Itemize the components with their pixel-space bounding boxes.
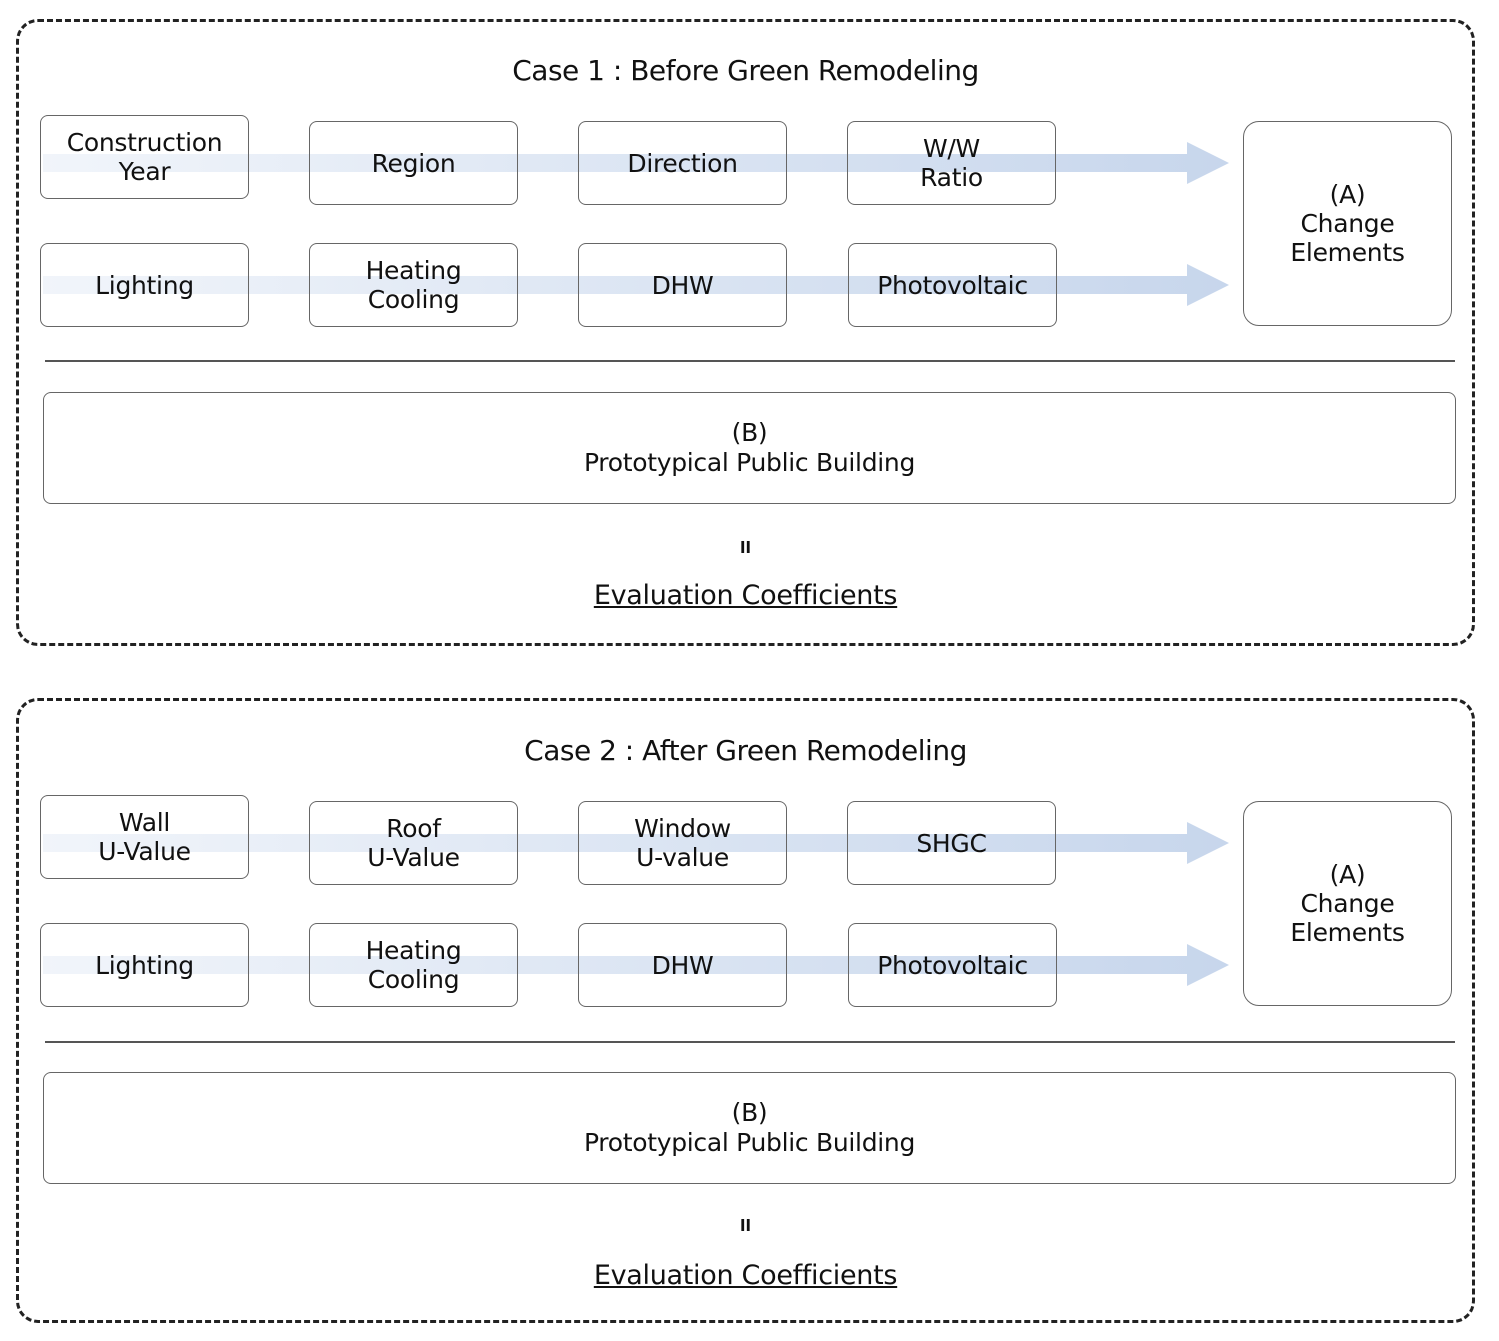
case1-element-direction: Direction <box>578 121 787 205</box>
building-tag: (B) <box>731 418 768 447</box>
element-label: W/W Ratio <box>920 134 983 192</box>
element-label: Wall U-Value <box>98 808 191 866</box>
element-label: Lighting <box>95 950 194 980</box>
case2-element-heating-cooling: Heating Cooling <box>309 923 518 1007</box>
case2-change-elements-box: (A) Change Elements <box>1243 801 1452 1006</box>
case1-prototypical-building-box: (B) Prototypical Public Building <box>43 392 1456 504</box>
case2-element-wall-u-value: Wall U-Value <box>40 795 249 879</box>
case2-element-photovoltaic: Photovoltaic <box>848 923 1057 1007</box>
element-label: DHW <box>651 270 714 300</box>
case2-equals-sign: ll <box>740 1216 751 1235</box>
element-label: Photovoltaic <box>877 270 1028 300</box>
case2-title: Case 2 : After Green Remodeling <box>524 734 967 767</box>
case1-title: Case 1 : Before Green Remodeling <box>512 54 979 87</box>
element-label: Photovoltaic <box>877 950 1028 980</box>
coefficients-label: Evaluation Coefficients <box>593 580 898 611</box>
case1-panel: Case 1 : Before Green Remodeling Constru… <box>16 19 1475 646</box>
case2-element-dhw: DHW <box>578 923 787 1007</box>
case1-element-construction-year: Construction Year <box>40 115 249 199</box>
change-elements-label: (A) Change Elements <box>1290 180 1405 267</box>
case2-element-lighting: Lighting <box>40 923 249 1007</box>
case1-element-heating-cooling: Heating Cooling <box>309 243 518 327</box>
case1-element-ww-ratio: W/W Ratio <box>847 121 1056 205</box>
case1-divider <box>45 360 1455 362</box>
case1-evaluation-coefficients: Evaluation Coefficients <box>19 580 1472 611</box>
element-label: Window U-value <box>634 814 731 872</box>
building-tag: (B) <box>731 1098 768 1127</box>
case2-row1-arrow <box>43 822 1229 864</box>
element-label: Lighting <box>95 270 194 300</box>
case2-element-window-u-value: Window U-value <box>578 801 787 885</box>
case1-element-region: Region <box>309 121 518 205</box>
case1-element-lighting: Lighting <box>40 243 249 327</box>
element-label: Heating Cooling <box>365 936 462 994</box>
case2-row2-arrow <box>43 944 1229 986</box>
element-label: Roof U-Value <box>367 814 460 872</box>
case1-row1-arrow <box>43 142 1229 184</box>
element-label: DHW <box>651 950 714 980</box>
element-label: SHGC <box>916 828 987 858</box>
case2-panel: Case 2 : After Green Remodeling Wall U-V… <box>16 698 1475 1323</box>
change-elements-label: (A) Change Elements <box>1290 860 1405 947</box>
case1-element-photovoltaic: Photovoltaic <box>848 243 1057 327</box>
case2-prototypical-building-box: (B) Prototypical Public Building <box>43 1072 1456 1184</box>
case2-divider <box>45 1041 1455 1043</box>
case1-change-elements-box: (A) Change Elements <box>1243 121 1452 326</box>
case2-element-shgc: SHGC <box>847 801 1056 885</box>
case1-row2-arrow <box>43 264 1229 306</box>
case1-equals-sign: ll <box>740 538 751 557</box>
building-label: Prototypical Public Building <box>583 448 916 477</box>
element-label: Region <box>371 148 456 178</box>
element-label: Direction <box>627 148 738 178</box>
case2-element-roof-u-value: Roof U-Value <box>309 801 518 885</box>
building-label: Prototypical Public Building <box>583 1128 916 1157</box>
element-label: Construction Year <box>66 128 223 186</box>
coefficients-label: Evaluation Coefficients <box>593 1260 898 1291</box>
case1-element-dhw: DHW <box>578 243 787 327</box>
case2-evaluation-coefficients: Evaluation Coefficients <box>19 1260 1472 1291</box>
element-label: Heating Cooling <box>365 256 462 314</box>
